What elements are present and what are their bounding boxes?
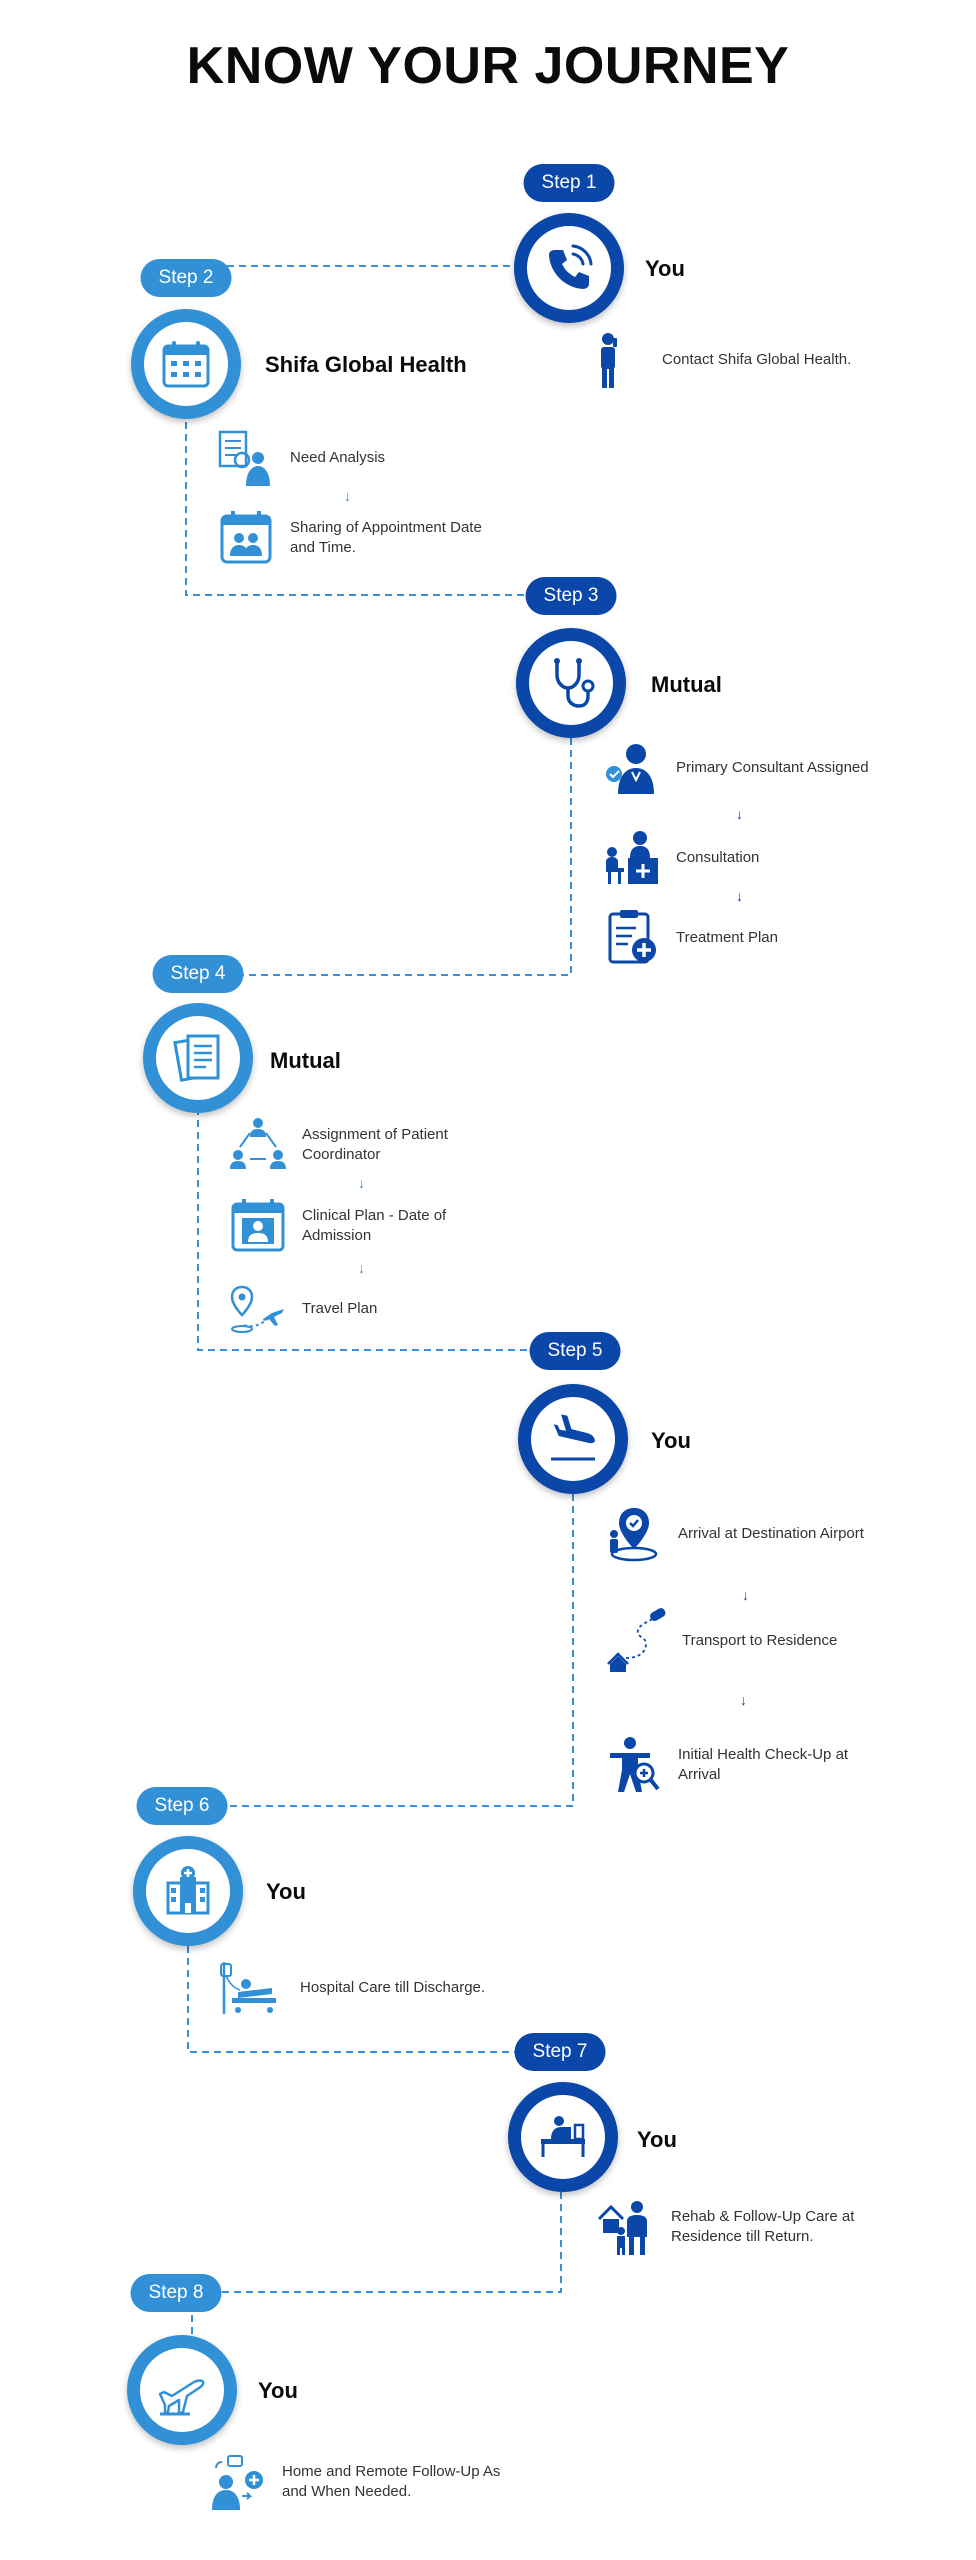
step-8-badge: Step 8 <box>130 2274 222 2312</box>
step-7-item-1: Rehab & Follow-Up Care at Residence till… <box>597 2197 871 2257</box>
step-6-actor: You <box>266 1879 306 1904</box>
step-2-arrow-1: ↓ <box>344 488 351 504</box>
step-3-item-1: Primary Consultant Assigned <box>602 738 876 798</box>
step-2-item-1-text: Need Analysis <box>290 449 386 466</box>
page-title: KNOW YOUR JOURNEY <box>186 37 790 95</box>
step-3-item-1-text: Primary Consultant Assigned <box>676 759 869 776</box>
person-on-phone-icon <box>588 330 648 390</box>
step-3-item-3: Treatment Plan <box>602 908 876 968</box>
step-5-actor: You <box>651 1428 691 1453</box>
step-3-circle <box>516 628 626 738</box>
step-4-actor: Mutual <box>270 1048 341 1073</box>
step-5-item-1: Arrival at Destination Airport <box>604 1504 878 1564</box>
airplane-takeoff-icon <box>158 2379 205 2416</box>
step-7-badge: Step 7 <box>514 2033 606 2071</box>
health-checkup-icon <box>604 1735 664 1795</box>
step-6-badge: Step 6 <box>136 1787 228 1825</box>
step-6-item-1: Hospital Care till Discharge. <box>218 1958 500 2018</box>
step-4-item-2: Clinical Plan - Date of Admission <box>228 1196 502 1256</box>
step-4-item-1: Assignment of Patient Coordinator <box>228 1115 502 1175</box>
step-4-item-3-text: Travel Plan <box>302 1300 378 1317</box>
step-1-circle <box>514 213 624 323</box>
step-1-badge: Step 1 <box>523 164 615 202</box>
calendar-icon <box>162 341 210 388</box>
step-5-arrow-1: ↓ <box>742 1587 749 1603</box>
step-3-arrow-1: ↓ <box>736 806 743 822</box>
step-4-item-3: Travel Plan <box>228 1279 502 1339</box>
step-5-arrow-2: ↓ <box>740 1692 747 1708</box>
step-1-actor: You <box>645 256 685 281</box>
connector-step3-step4 <box>210 738 572 976</box>
connector-step6-step7 <box>187 1946 521 2053</box>
route-to-home-icon <box>604 1606 672 1676</box>
step-4-item-2-text: Clinical Plan - Date of Admission <box>302 1207 447 1244</box>
step-2-badge: Step 2 <box>140 259 232 297</box>
step-2-actor: Shifa Global Health <box>265 352 467 377</box>
step-4-item-1-text: Assignment of Patient Coordinator <box>302 1126 448 1163</box>
patient-bed-icon <box>541 2116 585 2157</box>
step-5-badge: Step 5 <box>529 1332 621 1370</box>
admission-calendar-icon <box>228 1196 288 1256</box>
step-4-arrow-1: ↓ <box>358 1175 365 1191</box>
step-5-item-1-text: Arrival at Destination Airport <box>678 1525 864 1542</box>
connector-step5-step6 <box>210 1494 574 1807</box>
remote-followup-icon <box>208 2452 268 2512</box>
connector-step7-step8 <box>192 2192 562 2293</box>
step-2-item-2: Sharing of Appointment Date and Time. <box>216 508 490 568</box>
airplane-landing-icon <box>551 1414 595 1461</box>
step-4-arrow-2: ↓ <box>358 1260 365 1276</box>
step-8-circle <box>127 2335 237 2445</box>
step-3-badge: Step 3 <box>525 577 617 615</box>
documents-icon <box>173 1034 220 1082</box>
step-6-item-1-text: Hospital Care till Discharge. <box>300 1979 486 1996</box>
step-7-actor: You <box>637 2127 677 2152</box>
step-1-item-1-text: Contact Shifa Global Health. <box>662 351 852 368</box>
step-8-item-1-text: Home and Remote Follow-Up As and When Ne… <box>282 2463 501 2500</box>
hospital-icon <box>166 1866 210 1915</box>
phone-icon <box>549 244 593 289</box>
step-7-item-1-text: Rehab & Follow-Up Care at Residence till… <box>671 2208 855 2245</box>
appointment-calendar-icon <box>216 508 276 568</box>
coordinator-network-icon <box>228 1115 288 1175</box>
step-3-item-2: Consultation <box>602 828 876 888</box>
step-6-circle <box>133 1836 243 1946</box>
connector-step4-step5 <box>197 1108 538 1351</box>
step-5-item-3: Initial Health Check-Up at Arrival <box>604 1735 878 1795</box>
step-5-item-2-text: Transport to Residence <box>682 1632 838 1649</box>
consultation-desk-icon <box>602 828 662 888</box>
step-5-item-3-text: Initial Health Check-Up at Arrival <box>678 1746 849 1783</box>
connector-step2-step3 <box>185 410 534 596</box>
clipboard-medical-icon <box>602 908 662 968</box>
step-3-item-2-text: Consultation <box>676 849 760 866</box>
home-care-icon <box>597 2197 657 2257</box>
hospital-bed-iv-icon <box>218 1958 278 2018</box>
destination-pin-icon <box>604 1504 664 1564</box>
step-8-item-1: Home and Remote Follow-Up As and When Ne… <box>208 2452 502 2512</box>
travel-route-icon <box>228 1279 288 1339</box>
step-3-arrow-2: ↓ <box>736 888 743 904</box>
step-3-item-3-text: Treatment Plan <box>676 929 778 946</box>
step-2-item-1: Need Analysis <box>216 428 490 488</box>
document-review-icon <box>216 428 276 488</box>
step-4-circle <box>143 1003 253 1113</box>
step-2-item-2-text: Sharing of Appointment Date and Time. <box>290 519 482 556</box>
step-8-actor: You <box>258 2378 298 2403</box>
step-4-badge: Step 4 <box>152 955 244 993</box>
step-1-item-1: Contact Shifa Global Health. <box>588 330 892 390</box>
step-5-item-2: Transport to Residence <box>604 1606 882 1676</box>
step-2-circle <box>131 309 241 419</box>
stethoscope-icon <box>554 658 595 708</box>
consultant-doctor-icon <box>602 738 662 798</box>
connector-step1-step2 <box>185 265 534 282</box>
step-3-actor: Mutual <box>651 672 722 697</box>
step-7-circle <box>508 2082 618 2192</box>
step-5-circle <box>518 1384 628 1494</box>
